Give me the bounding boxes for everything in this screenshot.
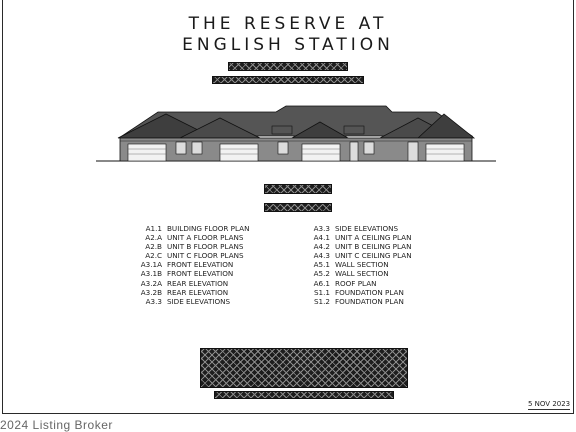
sheet-title: SIDE ELEVATIONS — [167, 296, 231, 306]
sheet-code: S1.2 — [314, 296, 330, 306]
sheet-index-row: A6.1 ROOF PLAN — [300, 279, 412, 288]
sheet-index-row: A2.C UNIT C FLOOR PLANS — [132, 251, 249, 260]
sheet-index-row: A4.2 UNIT B CEILING PLAN — [300, 242, 412, 251]
sheet-code: A4.2 — [313, 242, 330, 252]
sheet-title: WALL SECTION — [335, 260, 389, 270]
sheet-index-row: A4.3 UNIT C CEILING PLAN — [300, 251, 412, 260]
sheet-title: BUILDING FLOOR PLAN — [167, 224, 250, 233]
sheet-title: UNIT B FLOOR PLANS — [167, 242, 244, 252]
sheet-code: S1.1 — [314, 287, 330, 297]
sheet-code: A5.2 — [313, 269, 330, 279]
sheet-index-row: A3.1A FRONT ELEVATION — [132, 260, 249, 269]
sheet-code: A3.1A — [140, 260, 162, 270]
sheet-index-row: A3.3 SIDE ELEVATIONS — [132, 297, 249, 306]
sheet-index-row: A1.1 BUILDING FLOOR PLAN — [132, 224, 250, 233]
sheet-title: FOUNDATION PLAN — [335, 287, 404, 297]
sheet-index-row: S1.1 FOUNDATION PLAN — [300, 288, 412, 297]
sheet-code: A2.C — [145, 251, 162, 261]
sheet-index-row: A3.2B REAR ELEVATION — [132, 288, 249, 297]
sheet-code: A3.1B — [140, 269, 162, 279]
redacted-block-top-2 — [212, 76, 364, 84]
sheet-code: A2.A — [145, 233, 162, 243]
sheet-code: A3.3 — [313, 224, 330, 233]
sheet-index-row: A3.3 SIDE ELEVATIONS — [300, 224, 412, 233]
sheet-index-right: A3.3 SIDE ELEVATIONS A4.1 UNIT A CEILING P… — [300, 224, 412, 306]
listing-watermark: 2024 Listing Broker — [0, 418, 113, 432]
sheet-code: A4.1 — [313, 233, 330, 243]
sheet-title: UNIT C CEILING PLAN — [335, 251, 412, 261]
sheet-index-row: A2.B UNIT B FLOOR PLANS — [132, 242, 249, 251]
redacted-block-middle-2 — [264, 203, 332, 212]
sheet-title: UNIT B CEILING PLAN — [335, 242, 412, 252]
sheet-index-row: A4.1 UNIT A CEILING PLAN — [300, 233, 412, 242]
sheet-title: FRONT ELEVATION — [167, 269, 234, 279]
sheet-code: A1.1 — [145, 224, 162, 233]
sheet-code: A3.2A — [140, 278, 162, 288]
sheet-index-row: A2.A UNIT A FLOOR PLANS — [132, 233, 249, 242]
title-line-1: THE RESERVE AT — [188, 14, 388, 34]
sheet-title: FRONT ELEVATION — [167, 260, 234, 270]
sheet-index-row: A3.1B FRONT ELEVATION — [132, 269, 249, 278]
sheet-title: REAR ELEVATION — [167, 278, 229, 288]
sheet-code: A3.2B — [140, 287, 162, 297]
sheet-index-row: A5.1 WALL SECTION — [300, 260, 412, 269]
sheet-code: A5.1 — [313, 260, 330, 270]
sheet-title: FOUNDATION PLAN — [335, 296, 404, 306]
title-line-2: ENGLISH STATION — [182, 35, 394, 55]
sheet-title: UNIT A CEILING PLAN — [335, 233, 412, 243]
sheet-title: UNIT C FLOOR PLANS — [167, 251, 244, 261]
building-elevation-drawing — [96, 105, 496, 162]
drawing-date: 5 NOV 2023 — [528, 400, 571, 410]
redacted-block-top-1 — [228, 62, 348, 71]
sheet-code: A4.3 — [313, 251, 330, 261]
sheet-code: A2.B — [145, 242, 162, 252]
sheet-title: WALL SECTION — [335, 269, 389, 279]
sheet-title: REAR ELEVATION — [167, 287, 229, 297]
sheet-title: UNIT A FLOOR PLANS — [167, 233, 244, 243]
redacted-block-bottom-strip — [214, 391, 394, 399]
sheet-index-row: S1.2 FOUNDATION PLAN — [300, 297, 412, 306]
sheet-index-left: A1.1 BUILDING FLOOR PLAN A2.A UNIT A FLOOR… — [132, 224, 250, 306]
redacted-block-bottom-large — [200, 348, 408, 388]
sheet-code: A6.1 — [313, 278, 330, 288]
sheet-index-row: A5.2 WALL SECTION — [300, 269, 412, 278]
sheet-title: SIDE ELEVATIONS — [335, 224, 399, 233]
redacted-block-middle-1 — [264, 184, 332, 194]
sheet-index-row: A3.2A REAR ELEVATION — [132, 279, 249, 288]
sheet-title: ROOF PLAN — [335, 278, 377, 288]
sheet-code: A3.3 — [145, 296, 162, 306]
